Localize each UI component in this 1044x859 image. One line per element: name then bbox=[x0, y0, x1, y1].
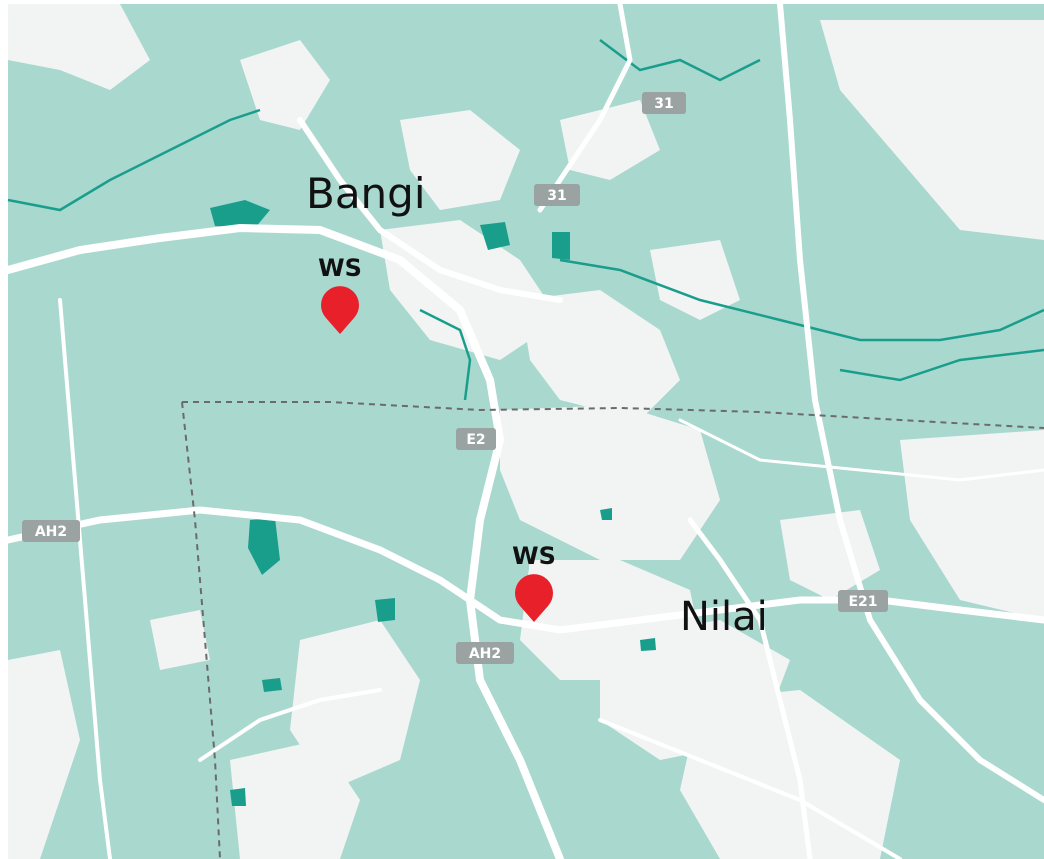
map-pin-icon bbox=[515, 574, 553, 622]
map-pin-icon bbox=[321, 286, 359, 334]
marker-label: WS bbox=[318, 254, 362, 282]
place-label-nilai: Nilai bbox=[680, 594, 768, 640]
road-shield-31-north: 31 bbox=[642, 92, 686, 114]
road-shield-31-south-label: 31 bbox=[547, 188, 566, 204]
rivers bbox=[7, 39, 1044, 401]
road-shield-e2-label: E2 bbox=[466, 432, 485, 448]
road-shield-ah2-west: AH2 bbox=[22, 520, 80, 542]
marker-label: WS bbox=[512, 542, 556, 570]
map-marker-bangi[interactable]: WS bbox=[318, 254, 362, 334]
map-marker-nilai[interactable]: WS bbox=[512, 542, 556, 622]
state-boundary bbox=[181, 401, 1044, 859]
road-shield-ah2-west-label: AH2 bbox=[35, 524, 67, 540]
road-shield-e21-label: E21 bbox=[848, 594, 877, 610]
road-shield-e2: E2 bbox=[456, 428, 496, 450]
road-shield-e21: E21 bbox=[838, 590, 888, 612]
place-label-bangi: Bangi bbox=[306, 169, 426, 218]
road-shield-ah2-center: AH2 bbox=[456, 642, 514, 664]
map-left-margin bbox=[0, 0, 8, 859]
road-shield-31-north-label: 31 bbox=[654, 96, 673, 112]
road-shield-ah2-center-label: AH2 bbox=[469, 646, 501, 662]
water-bodies bbox=[210, 200, 656, 806]
road-shield-31-south: 31 bbox=[534, 184, 580, 206]
